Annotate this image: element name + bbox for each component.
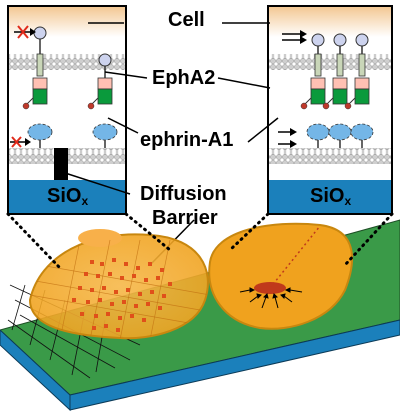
callout-lines	[61, 22, 279, 266]
right-focus-line	[269, 225, 321, 289]
receptor-dot	[84, 272, 88, 276]
receptor-dot	[104, 324, 108, 328]
upper-membrane-right	[269, 54, 391, 70]
left-cell-blob	[28, 229, 209, 340]
receptor-dot	[130, 314, 134, 318]
receptor-dot	[132, 274, 136, 278]
receptor-dot	[98, 298, 102, 302]
receptor-dot	[116, 328, 120, 332]
receptor-dot	[92, 326, 96, 330]
receptor-dot	[118, 316, 122, 320]
lower-membrane-right	[269, 148, 391, 164]
receptor-dot	[146, 302, 150, 306]
substrate-label-left: SiOx	[47, 185, 89, 208]
receptor-dot	[160, 268, 164, 272]
receptor-left-1	[22, 26, 53, 148]
receptor-dot	[108, 272, 112, 276]
clustered-receptors	[72, 258, 172, 332]
ephrin-label: ephrin-A1	[140, 129, 234, 151]
receptor-dot	[120, 276, 124, 280]
receptor-dot	[86, 300, 90, 304]
receptor-dot	[106, 312, 110, 316]
receptor-dot	[94, 314, 98, 318]
receptor-dot	[156, 276, 160, 280]
barrier-label: Barrier	[152, 207, 218, 229]
diffusion-label: Diffusion	[140, 183, 227, 205]
substrate-right	[269, 180, 391, 213]
receptor-dot	[72, 298, 76, 302]
receptor-dot	[112, 258, 116, 262]
substrate-label-right: SiOx	[310, 185, 352, 208]
receptor-dot	[134, 304, 138, 308]
right-panel	[267, 5, 393, 215]
receptor-dot	[78, 286, 82, 290]
left-panel	[7, 5, 127, 215]
receptor-dot	[136, 266, 140, 270]
receptor-dot	[114, 290, 118, 294]
zoom-lines	[6, 212, 394, 270]
receptor-dot	[96, 274, 100, 278]
receptor-dot	[142, 318, 146, 322]
receptor-dot	[110, 302, 114, 306]
receptor-dot	[90, 288, 94, 292]
receptor-dot	[144, 278, 148, 282]
receptor-dot	[80, 312, 84, 316]
signal-arrows-right	[278, 30, 307, 148]
diffusion-barrier-block	[54, 148, 68, 180]
receptor-dot	[102, 286, 106, 290]
receptor-dot	[150, 290, 154, 294]
receptor-dot	[126, 288, 130, 292]
receptor-dot	[158, 306, 162, 310]
right-cell-blob	[208, 222, 354, 330]
receptor-right-3	[344, 33, 374, 148]
blocked-arrow-bottom	[10, 136, 31, 148]
receptor-dot	[162, 294, 166, 298]
receptor-dot	[168, 282, 172, 286]
epha2-label: EphA2	[152, 67, 216, 89]
cell-label: Cell	[168, 9, 205, 31]
inward-arrows	[239, 287, 303, 309]
blocked-arrow-top	[14, 25, 36, 39]
receptor-dot	[90, 260, 94, 264]
receptor-dot	[100, 262, 104, 266]
receptor-right-2	[322, 33, 352, 148]
receptor-dot	[138, 292, 142, 296]
receptor-dot	[124, 262, 128, 266]
receptor-dot	[148, 262, 152, 266]
receptor-dot	[122, 300, 126, 304]
receptor-left-2	[87, 53, 118, 148]
